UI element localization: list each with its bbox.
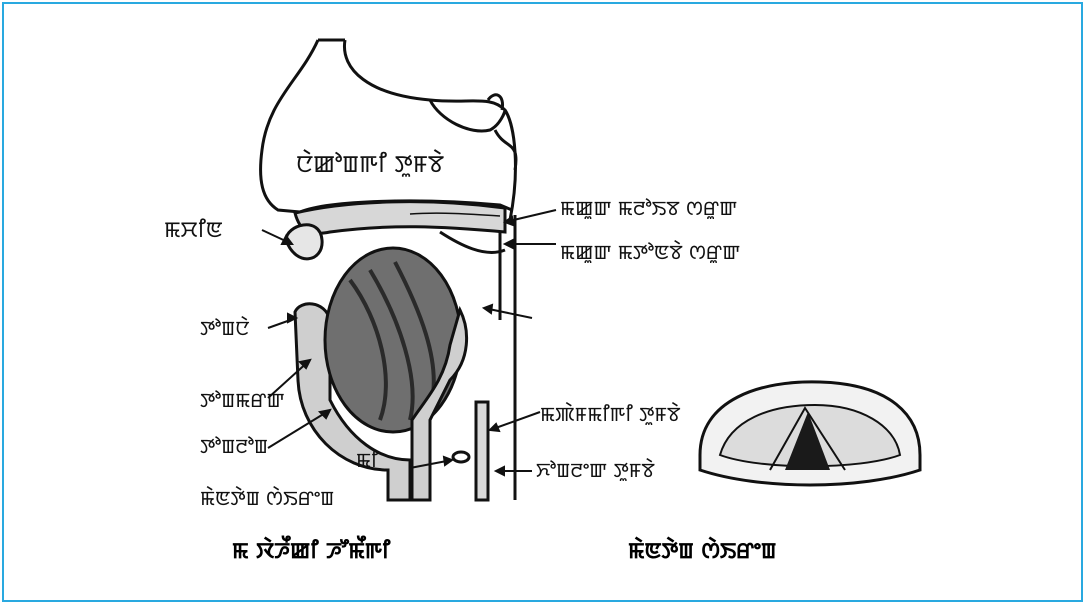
label-hard-palate: ꯃꯀꯨꯛ ꯃꯂꯣꯏꯕ ꯁꯔꯨꯛ [560, 198, 737, 218]
label-windpipe: ꯈꯣꯡꯂꯦꯛ ꯇꯨꯝꯕꯥ [536, 460, 655, 480]
label-vocal-cords-left: ꯃꯥꯟꯇꯥꯡ ꯁꯥꯏꯔꯦꯡ [200, 488, 334, 508]
label-tongue-back: ꯇꯣꯡꯂꯣꯡ [200, 436, 268, 456]
label-lips: ꯃꯆꯤꯟ [164, 220, 223, 242]
label-esophagus: ꯃꯄꯥꯝꯃꯤꯒꯤ ꯇꯨꯝꯕꯥ [540, 404, 681, 424]
label-tongue-tip: ꯇꯣꯡꯅꯥ [200, 318, 249, 338]
palate [295, 202, 505, 253]
label-soft-palate: ꯃꯀꯨꯛ ꯃꯇꯣꯟꯕꯥ ꯁꯔꯨꯛ [560, 242, 740, 262]
label-nasal-cavity: ꯅꯥꯀꯣꯡꯒꯤ ꯇꯨꯝꯕꯥ [296, 152, 444, 176]
caption-left: ꯃ ꯋꯥꯍꯩꯀꯤ ꯍꯧꯃꯩꯒꯤ [232, 541, 390, 563]
label-larynx: ꯃꯤ [356, 450, 378, 470]
vocal-organs-diagram [0, 0, 1087, 585]
caption-right: ꯃꯥꯟꯇꯥꯡ ꯁꯥꯏꯔꯦꯡ [628, 541, 776, 563]
vocal-cords-inset [700, 382, 920, 485]
label-tongue-blade: ꯇꯣꯡꯃꯔꯛ [200, 390, 285, 410]
head-section-outline [261, 40, 516, 220]
